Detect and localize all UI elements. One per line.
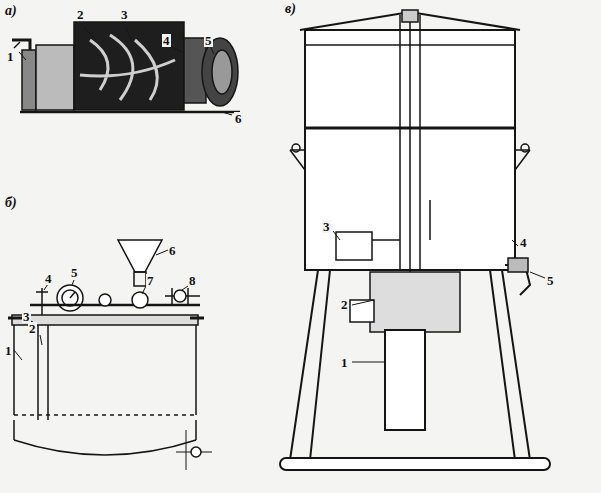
panel-letter: а)	[4, 4, 18, 18]
callout-number: 4	[519, 236, 528, 249]
callout-number: 1	[340, 356, 349, 369]
callout-number: 3	[22, 310, 31, 323]
callout-number: 5	[204, 34, 213, 47]
callout-number: 5	[70, 266, 79, 279]
horizontal-mixer	[12, 22, 240, 112]
pressure-tank	[8, 240, 212, 470]
callout-number: 4	[162, 34, 171, 47]
callout-number: 3	[120, 8, 129, 21]
callout-number: 1	[6, 50, 15, 63]
callout-number: 5	[546, 274, 555, 287]
callout-number: 4	[44, 272, 53, 285]
leader-lines	[14, 28, 545, 362]
callout-number: 7	[146, 274, 155, 287]
callout-number: 6	[168, 244, 177, 257]
callout-number: 1	[4, 344, 13, 357]
callout-number: 2	[28, 322, 37, 335]
vertical-mixer	[280, 10, 550, 470]
callout-number: 8	[188, 274, 197, 287]
panel-letter: б)	[4, 196, 18, 210]
callout-number: 3	[322, 220, 331, 233]
panel-letter: в)	[284, 2, 297, 16]
callout-number: 6	[234, 112, 243, 125]
callout-number: 2	[76, 8, 85, 21]
callout-number: 2	[340, 298, 349, 311]
